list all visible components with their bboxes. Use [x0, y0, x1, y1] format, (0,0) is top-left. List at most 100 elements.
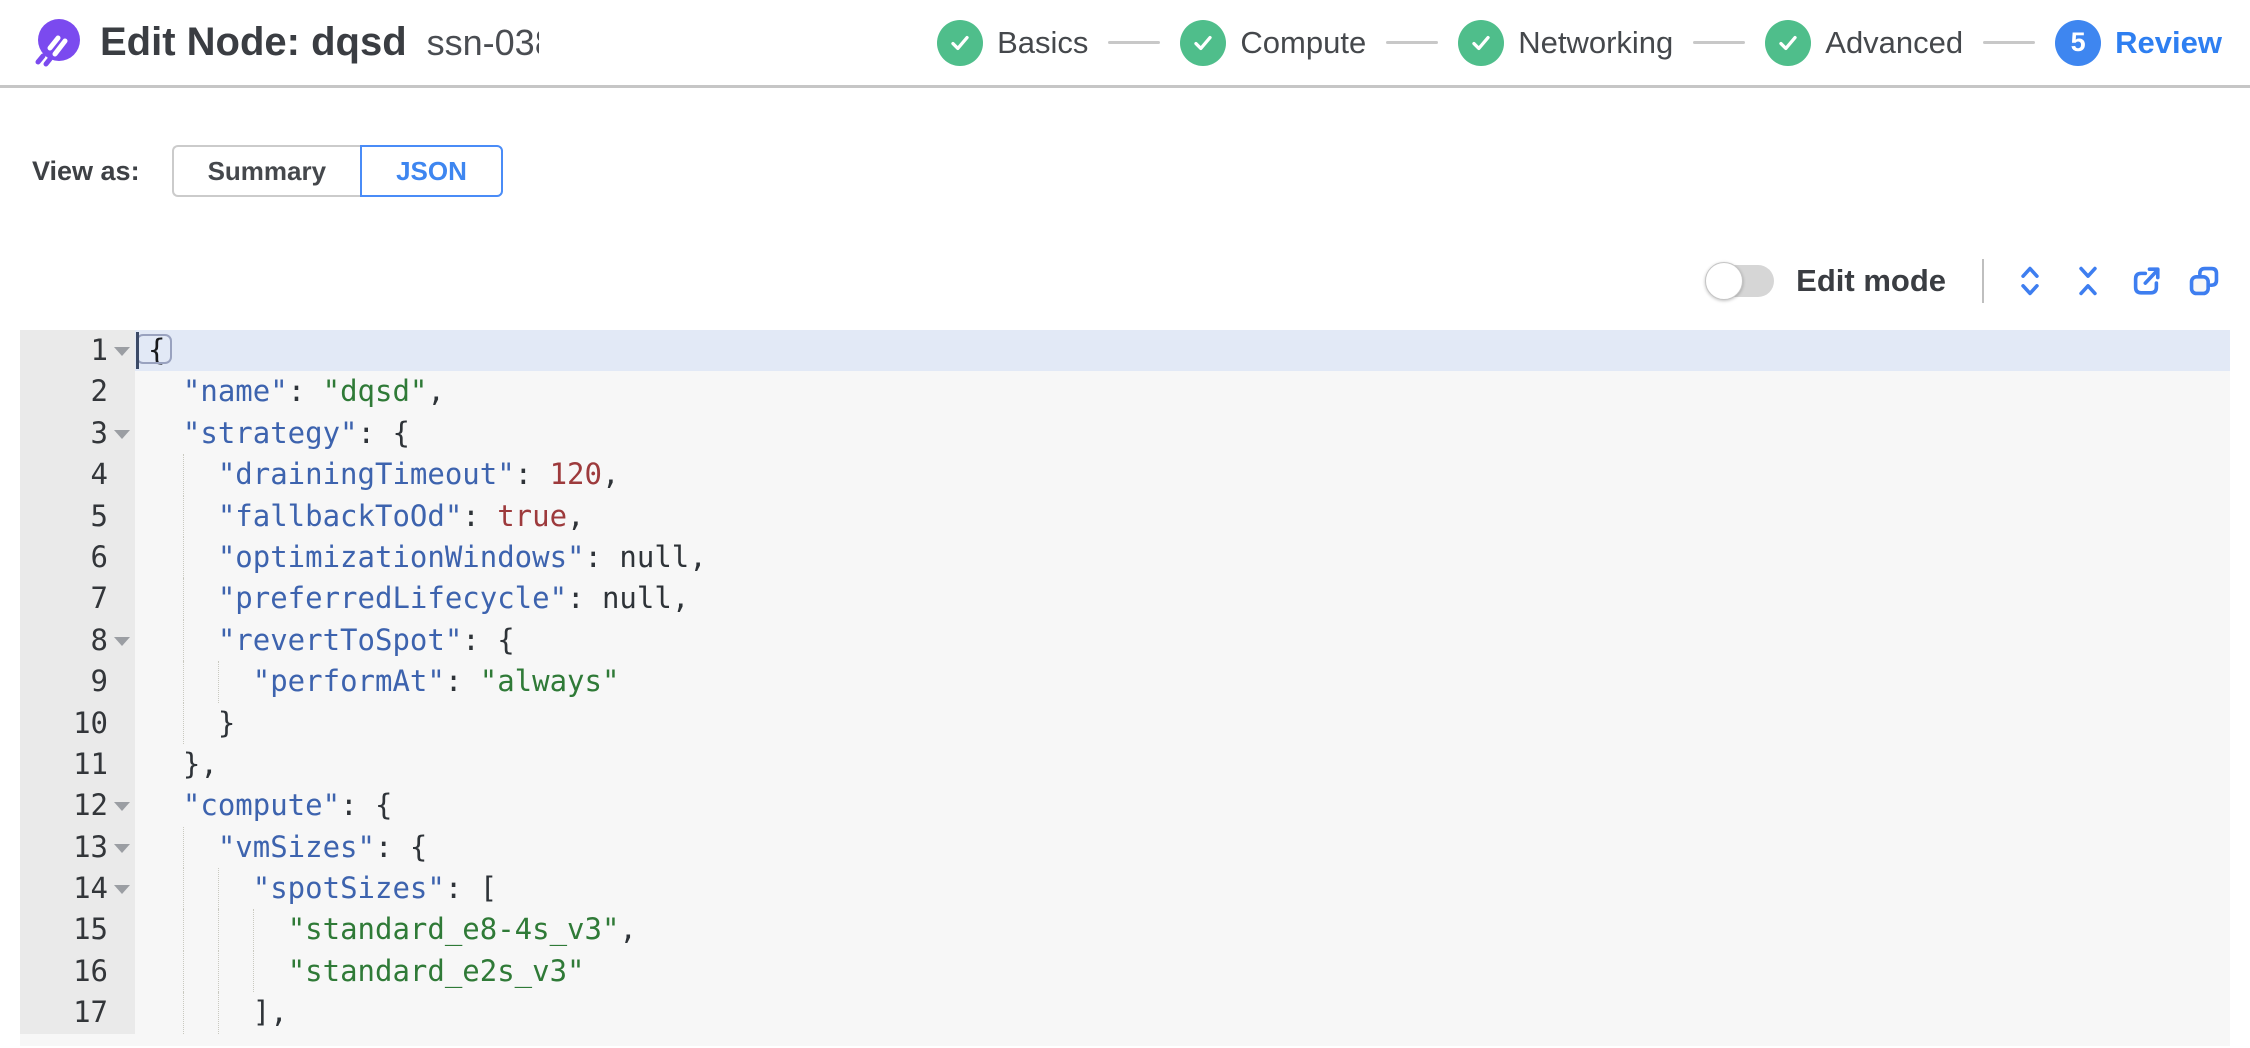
code-line: "fallbackToOd": true,: [135, 495, 2230, 537]
step-connector: [1108, 41, 1161, 44]
line-number: 15: [20, 909, 135, 951]
fold-toggle-icon[interactable]: [114, 636, 130, 646]
step-number-badge: 5: [2055, 19, 2102, 66]
editor-line[interactable]: 2 "name": "dqsd",: [20, 371, 2230, 413]
code-token: ,: [689, 539, 707, 574]
step-networking[interactable]: Networking: [1458, 19, 1674, 66]
code-token: [148, 416, 183, 450]
code-line: "performAt": "always": [135, 661, 2230, 703]
json-editor[interactable]: 1{2 "name": "dqsd",3 "strategy": {4 "dra…: [20, 330, 2230, 1046]
step-label: Compute: [1240, 24, 1367, 60]
view-toggle-group: Summary JSON: [171, 145, 503, 197]
fold-toggle-icon[interactable]: [114, 885, 130, 895]
indent-guide: [217, 992, 219, 1034]
export-icon[interactable]: [2124, 259, 2168, 303]
editor-line[interactable]: 13 "vmSizes": {: [20, 826, 2230, 869]
text-cursor: [136, 332, 139, 369]
summary-tab[interactable]: Summary: [171, 145, 361, 197]
view-as-label: View as:: [32, 155, 140, 186]
code-token: "compute": [182, 788, 341, 823]
code-line: "compute": {: [135, 785, 2230, 826]
code-line: "drainingTimeout": 120,: [135, 454, 2230, 496]
code-token: "standard_e2s_v3": [287, 953, 585, 988]
line-number: 6: [20, 536, 135, 579]
step-connector: [1693, 41, 1746, 44]
editor-line[interactable]: 15 "standard_e8-4s_v3",: [20, 909, 2230, 951]
editor-line[interactable]: 6 "optimizationWindows": null,: [20, 536, 2230, 579]
indent-guide: [182, 826, 184, 869]
editor-line[interactable]: 4 "drainingTimeout": 120,: [20, 454, 2230, 496]
step-label: Basics: [997, 24, 1089, 60]
toggle-knob: [1705, 262, 1744, 300]
indent-guide: [217, 909, 219, 951]
indent-guide: [217, 868, 219, 910]
code-token: : {: [340, 788, 393, 823]
wizard-stepper: Basics Compute Networking Advanced 5 Rev…: [937, 19, 2222, 66]
edit-mode-toggle[interactable]: [1705, 262, 1775, 300]
code-token: :: [567, 581, 602, 616]
editor-line[interactable]: 11 },: [20, 743, 2230, 786]
step-compute[interactable]: Compute: [1180, 19, 1367, 66]
code-token: "fallbackToOd": [217, 498, 463, 533]
step-basics[interactable]: Basics: [937, 19, 1089, 66]
expand-all-icon[interactable]: [2008, 259, 2052, 303]
editor-line[interactable]: 14 "spotSizes": [: [20, 868, 2230, 910]
indent-guide: [252, 950, 254, 993]
node-id: ssn-038: [426, 21, 539, 63]
code-line: },: [135, 744, 2230, 785]
indent-guide: [182, 495, 184, 537]
indent-guide: [182, 454, 184, 496]
fold-toggle-icon[interactable]: [114, 429, 130, 439]
page-title: Edit Node: dqsd: [100, 20, 407, 64]
line-number: 1: [20, 330, 135, 372]
editor-line[interactable]: 12 "compute": {: [20, 785, 2230, 827]
line-number: 12: [20, 785, 135, 827]
step-label: Advanced: [1825, 24, 1964, 60]
check-icon: [1458, 19, 1505, 66]
editor-line[interactable]: 17 ],: [20, 992, 2230, 1034]
json-tab[interactable]: JSON: [360, 145, 503, 197]
code-token: "dqsd": [322, 374, 428, 409]
editor-line[interactable]: 7 "preferredLifecycle": null,: [20, 578, 2230, 620]
code-token: {: [148, 333, 166, 367]
step-advanced[interactable]: Advanced: [1765, 19, 1964, 66]
editor-line[interactable]: 8 "revertToSpot": {: [20, 619, 2230, 662]
code-line: {: [135, 330, 2230, 372]
step-review[interactable]: 5 Review: [2055, 19, 2222, 66]
collapse-all-icon[interactable]: [2066, 259, 2110, 303]
editor-line[interactable]: 10 }: [20, 702, 2230, 744]
code-token: [148, 788, 183, 822]
indent-guide: [182, 536, 184, 579]
code-token: ],: [252, 995, 288, 1030]
fold-toggle-icon[interactable]: [114, 347, 130, 356]
step-label: Networking: [1518, 24, 1674, 60]
code-line: "revertToSpot": {: [135, 619, 2230, 662]
indent-guide: [182, 868, 184, 910]
code-token: : {: [462, 622, 515, 657]
code-token: : [: [444, 871, 498, 906]
line-number: 4: [20, 454, 135, 496]
edit-mode-label: Edit mode: [1796, 263, 1946, 298]
line-number: 2: [20, 371, 135, 413]
line-number: 10: [20, 702, 135, 744]
fold-toggle-icon[interactable]: [114, 802, 130, 812]
check-icon: [937, 19, 984, 66]
editor-line[interactable]: 3 "strategy": {: [20, 412, 2230, 455]
editor-toolbar: Edit mode: [0, 253, 2250, 309]
editor-line[interactable]: 1{: [20, 330, 2230, 372]
fold-toggle-icon[interactable]: [114, 843, 130, 853]
code-token: "strategy": [182, 415, 358, 450]
editor-line[interactable]: 16 "standard_e2s_v3": [20, 950, 2230, 993]
code-token: :: [462, 498, 498, 533]
code-token: ,: [601, 457, 620, 492]
editor-line[interactable]: 5 "fallbackToOd": true,: [20, 495, 2230, 537]
check-icon: [1765, 19, 1812, 66]
code-token: [148, 871, 253, 905]
code-token: : {: [374, 829, 428, 864]
editor-line[interactable]: 9 "performAt": "always": [20, 661, 2230, 703]
line-number: 16: [20, 950, 135, 993]
indent-guide: [252, 909, 254, 951]
copy-icon[interactable]: [2182, 259, 2226, 303]
code-token: "revertToSpot": [217, 622, 463, 657]
code-line: "optimizationWindows": null,: [135, 536, 2230, 579]
